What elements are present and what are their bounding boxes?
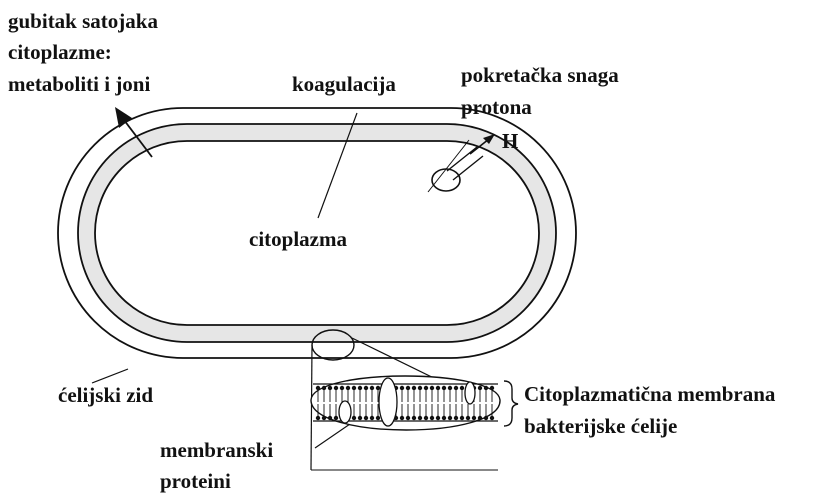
- membrane-protein-right: [465, 382, 475, 404]
- pmf-label-line1: pokretačka snaga: [461, 63, 619, 87]
- lipid-head-outer: [364, 386, 368, 390]
- lipid-head-outer: [328, 386, 332, 390]
- lipid-head-inner: [406, 416, 410, 420]
- lipid-head-inner: [334, 416, 338, 420]
- lipid-head-outer: [334, 386, 338, 390]
- lipid-head-outer: [430, 386, 434, 390]
- lipid-head-inner: [466, 416, 470, 420]
- lipid-head-inner: [370, 416, 374, 420]
- cytoplasm-label: citoplazma: [249, 227, 347, 251]
- lipid-head-inner: [484, 416, 488, 420]
- lipid-head-outer: [322, 386, 326, 390]
- lipid-head-outer: [370, 386, 374, 390]
- lipid-head-inner: [376, 416, 380, 420]
- proton-pore: [432, 169, 460, 191]
- lipid-head-outer: [484, 386, 488, 390]
- loss-label-line3: metaboliti i joni: [8, 72, 150, 96]
- cell-wall-label: ćelijski zid: [58, 383, 153, 407]
- lipid-head-inner: [352, 416, 356, 420]
- lipid-head-inner: [460, 416, 464, 420]
- lipid-head-inner: [442, 416, 446, 420]
- lipid-head-outer: [400, 386, 404, 390]
- lipid-head-outer: [352, 386, 356, 390]
- lipid-head-outer: [340, 386, 344, 390]
- lipid-head-inner: [472, 416, 476, 420]
- lipid-head-inner: [322, 416, 326, 420]
- lipid-head-inner: [358, 416, 362, 420]
- lipid-head-inner: [364, 416, 368, 420]
- proton-label: H: [502, 129, 518, 153]
- membrane-label-line2: bakterijske ćelije: [524, 414, 677, 438]
- lipid-head-inner: [490, 416, 494, 420]
- lipid-head-outer: [442, 386, 446, 390]
- lipid-head-inner: [436, 416, 440, 420]
- lipid-head-outer: [436, 386, 440, 390]
- lipid-head-outer: [316, 386, 320, 390]
- lipid-head-outer: [418, 386, 422, 390]
- membrane-brace: [504, 381, 518, 426]
- proteins-label-line2: proteini: [160, 469, 231, 493]
- lipid-head-inner: [430, 416, 434, 420]
- lipid-head-outer: [346, 386, 350, 390]
- lipid-head-inner: [424, 416, 428, 420]
- zoom-connector-left: [311, 345, 312, 470]
- cell-wall-leader: [92, 369, 128, 383]
- proteins-label-line1: membranski: [160, 438, 273, 462]
- lipid-head-outer: [406, 386, 410, 390]
- lipid-head-outer: [376, 386, 380, 390]
- loss-label-line2: citoplazme:: [8, 40, 112, 64]
- pmf-label-line2: protona: [461, 95, 532, 119]
- lipid-head-outer: [490, 386, 494, 390]
- lipid-head-inner: [400, 416, 404, 420]
- lipid-head-inner: [328, 416, 332, 420]
- loss-label-line1: gubitak satojaka: [8, 9, 158, 33]
- membrane-label-line1: Citoplazmatična membrana: [524, 382, 776, 406]
- membrane-protein-left: [339, 401, 351, 423]
- lipid-head-inner: [478, 416, 482, 420]
- coagulation-label: koagulacija: [292, 72, 396, 96]
- lipid-head-outer: [448, 386, 452, 390]
- lipid-head-outer: [424, 386, 428, 390]
- lipid-head-inner: [316, 416, 320, 420]
- membrane-protein-large: [379, 378, 397, 426]
- lipid-head-inner: [412, 416, 416, 420]
- lipid-head-outer: [478, 386, 482, 390]
- lipid-head-inner: [418, 416, 422, 420]
- lipid-head-inner: [448, 416, 452, 420]
- lipid-head-outer: [454, 386, 458, 390]
- lipid-head-outer: [358, 386, 362, 390]
- lipid-head-outer: [460, 386, 464, 390]
- lipid-head-outer: [412, 386, 416, 390]
- lipid-head-inner: [454, 416, 458, 420]
